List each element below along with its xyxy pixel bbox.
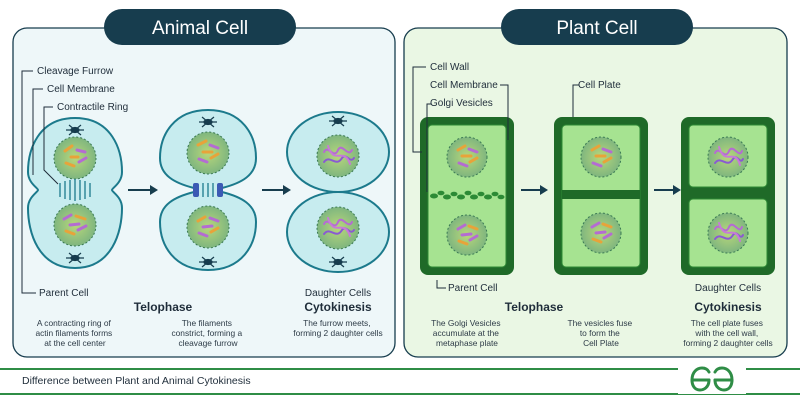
- animal-leader-lines: [21, 70, 59, 294]
- label-parent-cell-animal: Parent Cell: [39, 288, 88, 299]
- cell-plate: [562, 190, 640, 199]
- centrosome-bottom-icon: [66, 252, 84, 264]
- plant-desc-1: The Golgi Vesicles accumulate at the met…: [431, 318, 503, 348]
- animal-title: Animal Cell: [152, 18, 248, 39]
- plant-daughter-cells: [681, 117, 775, 275]
- animal-parent-cell: [26, 116, 124, 270]
- label-cell-membrane-animal: Cell Membrane: [47, 84, 115, 95]
- plant-parent-cell: [420, 117, 514, 275]
- arrow-right-icon: [128, 185, 158, 195]
- golgi-vesicles: [430, 190, 505, 200]
- animal-constricting-cell: [158, 108, 258, 272]
- plant-stage-telophase: Telophase: [505, 300, 564, 314]
- label-cell-wall: Cell Wall: [430, 62, 469, 73]
- footer-caption: Difference between Plant and Animal Cyto…: [22, 375, 251, 387]
- plant-title: Plant Cell: [556, 18, 637, 39]
- arrow-right-icon: [262, 185, 291, 195]
- constricted-ring: [202, 183, 214, 197]
- animal-desc-2: The filaments constrict, forming a cleav…: [171, 318, 244, 348]
- animal-stage-cytokinesis: Cytokinesis: [304, 300, 372, 314]
- label-contractile-ring: Contractile Ring: [57, 102, 128, 113]
- logo-icon: [690, 366, 734, 392]
- plant-stage-cytokinesis: Cytokinesis: [694, 300, 762, 314]
- animal-desc-3: The furrow meets, forming 2 daughter cel…: [293, 318, 382, 338]
- arrow-right-icon: [654, 185, 681, 195]
- label-cleavage-furrow: Cleavage Furrow: [37, 66, 114, 77]
- plant-leader-lines: [412, 66, 579, 289]
- animal-stage-telophase: Telophase: [134, 300, 193, 314]
- label-daughter-cells-plant: Daughter Cells: [695, 283, 761, 294]
- arrow-right-icon: [521, 185, 548, 195]
- animal-desc-1: A contracting ring of actin filaments fo…: [35, 318, 114, 348]
- plant-desc-2: The vesicles fuse to form the Cell Plate: [567, 318, 634, 348]
- centrosome-top-icon: [66, 124, 84, 136]
- label-golgi-vesicles: Golgi Vesicles: [430, 98, 493, 109]
- plant-cell-plate-stage: [554, 117, 648, 275]
- plant-title-pill: [501, 9, 693, 45]
- animal-title-pill: [104, 9, 296, 45]
- logo-background: [678, 360, 746, 394]
- label-daughter-cells-animal: Daughter Cells: [305, 288, 371, 299]
- chromosomes-top: [63, 144, 88, 168]
- label-cell-plate: Cell Plate: [578, 80, 621, 91]
- contractile-ring: [59, 179, 91, 201]
- label-cell-membrane-plant: Cell Membrane: [430, 80, 498, 91]
- animal-daughter-cells: [286, 111, 390, 273]
- plant-desc-3: The cell plate fuses with the cell wall,…: [683, 318, 772, 348]
- label-parent-cell-plant: Parent Cell: [448, 283, 497, 294]
- chromosomes-bottom: [62, 213, 88, 236]
